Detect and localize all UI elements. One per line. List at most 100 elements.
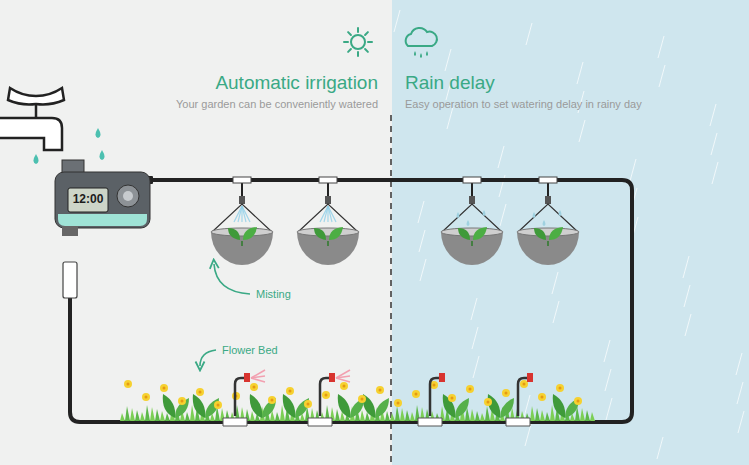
- lcd-time: 12:00: [68, 193, 108, 207]
- illustration-part: [470, 409, 475, 421]
- illustration-part: [580, 408, 585, 421]
- timer-dial: [117, 185, 139, 207]
- illustration-part: [590, 412, 595, 421]
- text-label: Flower Bed: [222, 344, 312, 357]
- illustration-part: [175, 398, 189, 418]
- illustration-part: [385, 411, 390, 421]
- illustration-part: [328, 206, 336, 222]
- illustration-part: [361, 398, 364, 401]
- illustration-part: [543, 220, 546, 226]
- illustration-part: [243, 227, 257, 240]
- illustration-part: [251, 376, 265, 378]
- illustration-part: [160, 411, 165, 421]
- drop: [100, 150, 105, 160]
- illustration-part: [527, 373, 533, 382]
- illustration-part: [199, 391, 202, 394]
- illustration-part: [500, 204, 506, 226]
- water-drops: [34, 128, 105, 164]
- illustration-part: [125, 406, 130, 421]
- illustration-part: [253, 386, 256, 389]
- timer-body: [55, 172, 150, 228]
- illustration-part: [322, 391, 330, 399]
- illustration-part: [606, 398, 612, 420]
- illustration-part: [711, 133, 717, 155]
- illustration-part: [455, 398, 469, 418]
- illustration-part: [397, 402, 400, 405]
- illustration-part: [140, 412, 145, 421]
- illustration-part: [467, 220, 470, 226]
- illustration-part: [280, 405, 285, 421]
- illustration-part: [163, 387, 166, 390]
- illustration-part: [684, 285, 690, 307]
- text-label: Easy operation to set watering delay in …: [405, 98, 735, 111]
- illustration-part: [448, 394, 456, 402]
- illustration-part: [308, 370, 350, 426]
- illustration-part: [238, 206, 242, 222]
- illustration-part: [314, 228, 326, 240]
- illustration-part: [712, 162, 718, 184]
- illustration-part: [365, 49, 368, 52]
- illustration-part: [348, 49, 351, 52]
- illustration-part: [244, 373, 250, 382]
- illustration-part: [430, 378, 440, 416]
- illustration-part: [241, 241, 243, 246]
- illustration-part: [336, 370, 350, 378]
- divider: [390, 115, 392, 465]
- illustration-part: [658, 36, 664, 58]
- illustration-part: [415, 393, 418, 396]
- illustration-part: [357, 52, 359, 56]
- illustration-part: [329, 227, 343, 240]
- illustration-part: [577, 62, 583, 84]
- drip-stakes: [223, 370, 533, 426]
- illustration-part: [530, 406, 535, 421]
- illustration-part: [475, 411, 480, 421]
- illustration-part: [556, 384, 564, 392]
- illustration-part: [441, 177, 503, 265]
- illustration-part: [211, 177, 273, 265]
- illustration-part: [506, 373, 533, 426]
- illustration-part: [120, 413, 125, 421]
- illustration-part: [365, 32, 368, 35]
- illustration-part: [485, 406, 490, 421]
- illustration-part: [574, 397, 582, 405]
- illustration-part: [327, 241, 329, 246]
- illustration-part: [250, 411, 255, 421]
- illustration-part: [552, 272, 558, 294]
- illustration-part: [239, 196, 245, 204]
- illustration-part: [418, 201, 424, 223]
- illustration-part: [506, 418, 530, 426]
- illustration-part: [534, 228, 546, 240]
- illustration-part: [360, 410, 365, 421]
- illustration-part: [223, 370, 265, 426]
- illustration-part: [150, 407, 155, 421]
- illustration-part: [130, 408, 135, 421]
- hanging-baskets: [211, 177, 579, 265]
- illustration-part: [234, 206, 242, 222]
- illustration-part: [565, 398, 579, 418]
- illustration-part: [250, 383, 258, 391]
- illustration-part: [484, 398, 492, 406]
- illustration-part: [268, 396, 276, 404]
- misting-arrow: [214, 264, 250, 294]
- illustration-part: [466, 385, 474, 393]
- illustration-part: [418, 418, 442, 426]
- illustration-part: [577, 400, 580, 403]
- flower-bed-arrow: [200, 350, 216, 366]
- illustration-part: [390, 413, 395, 421]
- illustration-part: [335, 409, 340, 421]
- illustration-part: [196, 388, 204, 396]
- illustration-part: [217, 404, 220, 407]
- illustration-part: [211, 232, 273, 265]
- illustration-part: [447, 107, 453, 129]
- illustration-part: [471, 298, 477, 320]
- timer-band: [58, 214, 147, 226]
- illustration-part: [155, 409, 160, 421]
- illustration-part: [433, 384, 436, 387]
- illustration-part: [395, 406, 400, 421]
- illustration-part: [539, 177, 557, 183]
- illustration-part: [410, 412, 415, 421]
- illustration-part: [376, 386, 384, 394]
- illustration-part: [473, 356, 479, 378]
- illustration-part: [181, 400, 184, 403]
